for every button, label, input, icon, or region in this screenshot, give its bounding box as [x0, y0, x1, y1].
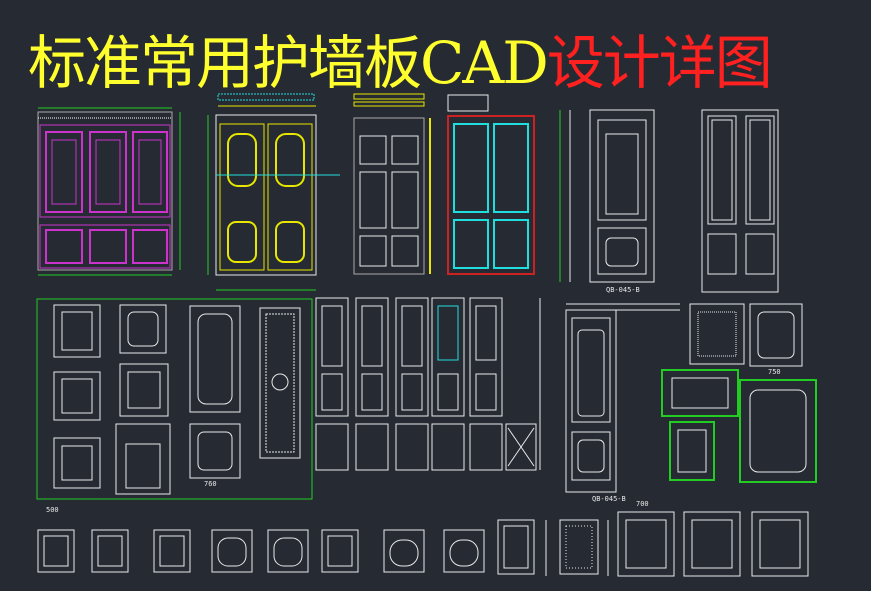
carved-panels-right: [661, 303, 817, 483]
narrow-panels-top: [701, 109, 779, 293]
code-label-top: QB-045-B: [606, 286, 640, 294]
green-frame-panels: [36, 298, 313, 500]
title-part-red: 设计详图: [546, 29, 773, 97]
six-panel-door: [353, 93, 431, 275]
door-elevation-set: [315, 297, 541, 471]
title-part-yellow: 标准常用护墙板CAD: [28, 29, 549, 97]
dim-label-760: 760: [204, 480, 217, 488]
tall-carved-panel-bottom: [565, 303, 680, 493]
page-title: 标准常用护墙板CAD设计详图: [28, 26, 773, 100]
dim-label-750: 750: [768, 368, 781, 376]
cyan-double-door: [447, 94, 535, 275]
dim-label-500: 500: [46, 506, 59, 514]
tall-carved-panel-top: [559, 109, 655, 283]
bottom-panel-series: [37, 511, 809, 577]
small-square-panels: [53, 304, 301, 495]
dim-label-700: 700: [636, 500, 649, 508]
magenta-wainscot-panel: [37, 107, 181, 276]
code-label-bottom: QB-045-B: [592, 495, 626, 503]
yellow-double-door: [207, 93, 340, 291]
